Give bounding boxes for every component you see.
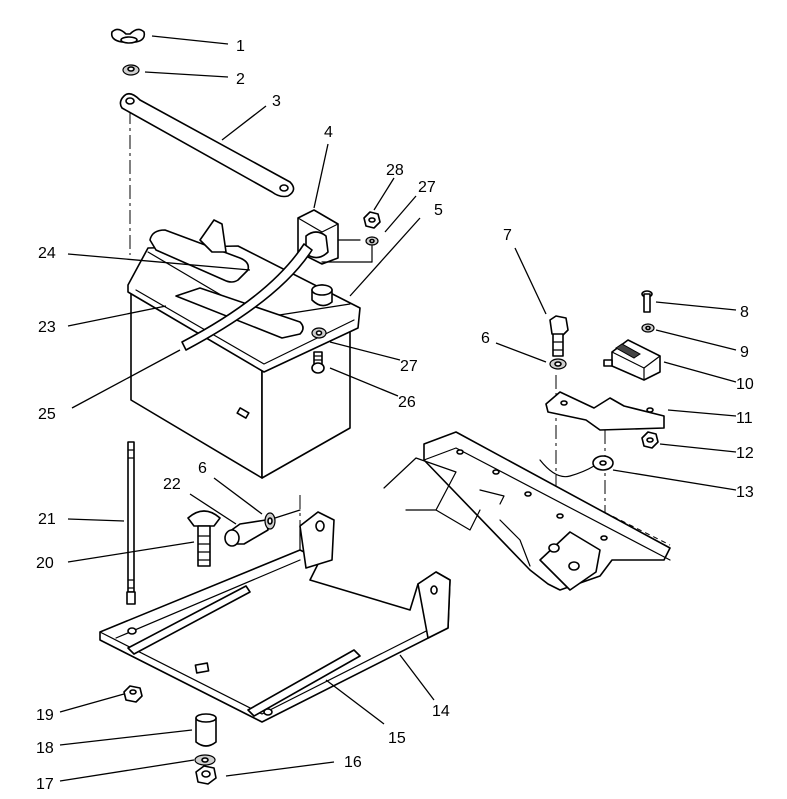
hold-down-rod (119, 92, 295, 198)
callout-6-right: 6 (481, 330, 490, 347)
callout-1: 1 (236, 38, 245, 55)
tray-strip-right (247, 649, 361, 717)
callout-27-lower: 27 (400, 358, 418, 375)
washer-9 (641, 323, 655, 333)
leader-lines (59, 35, 737, 782)
callout-13: 13 (736, 484, 754, 501)
battery-tray (99, 511, 451, 723)
callout-6-left: 6 (198, 460, 207, 477)
callout-15: 15 (388, 730, 406, 747)
lock-washer-upper (321, 236, 379, 263)
callout-4: 4 (324, 124, 333, 141)
nut-16 (195, 765, 217, 785)
vehicle-frame (383, 431, 671, 591)
callout-23: 23 (38, 319, 56, 336)
lock-washer-lower (311, 327, 327, 339)
callout-10: 10 (736, 376, 754, 393)
callout-21: 21 (38, 511, 56, 528)
callout-25: 25 (38, 406, 56, 423)
washer-17 (194, 754, 216, 766)
callout-20: 20 (36, 555, 54, 572)
callout-3: 3 (272, 93, 281, 110)
screw-8 (641, 290, 653, 313)
terminal-bolt (311, 351, 325, 374)
callout-28: 28 (386, 162, 404, 179)
callout-19: 19 (36, 707, 54, 724)
long-rod (126, 441, 136, 605)
callout-8: 8 (740, 304, 749, 321)
washer-top (122, 64, 140, 76)
spacer (195, 713, 217, 747)
nut-12 (641, 431, 659, 449)
ground-cable (539, 455, 614, 478)
wing-nut (110, 28, 146, 44)
tray-strip-left (127, 585, 251, 655)
terminal-boot-and-cable (181, 209, 361, 351)
mounting-bracket (545, 391, 665, 431)
side-bolt (224, 519, 269, 547)
callout-7: 7 (503, 227, 512, 244)
washer-right (549, 358, 567, 370)
terminal-nut-upper (363, 211, 381, 229)
bolt-7 (549, 315, 569, 357)
callout-18: 18 (36, 740, 54, 757)
switch (603, 339, 661, 381)
callout-26: 26 (398, 394, 416, 411)
callout-22: 22 (163, 476, 181, 493)
callout-24: 24 (38, 245, 56, 262)
washer-side (264, 509, 301, 530)
callout-16: 16 (344, 754, 362, 771)
callout-12: 12 (736, 445, 754, 462)
callouts: 1 2 3 4 5 6 6 7 8 9 10 11 12 13 14 15 16… (36, 38, 754, 793)
callout-11: 11 (736, 410, 753, 427)
callout-5: 5 (434, 202, 443, 219)
callout-27-upper: 27 (418, 179, 436, 196)
carriage-bolt (187, 510, 221, 567)
callout-14: 14 (432, 703, 450, 720)
callout-2: 2 (236, 71, 245, 88)
nut-19 (123, 685, 143, 703)
callout-9: 9 (740, 344, 749, 361)
callout-17: 17 (36, 776, 54, 793)
